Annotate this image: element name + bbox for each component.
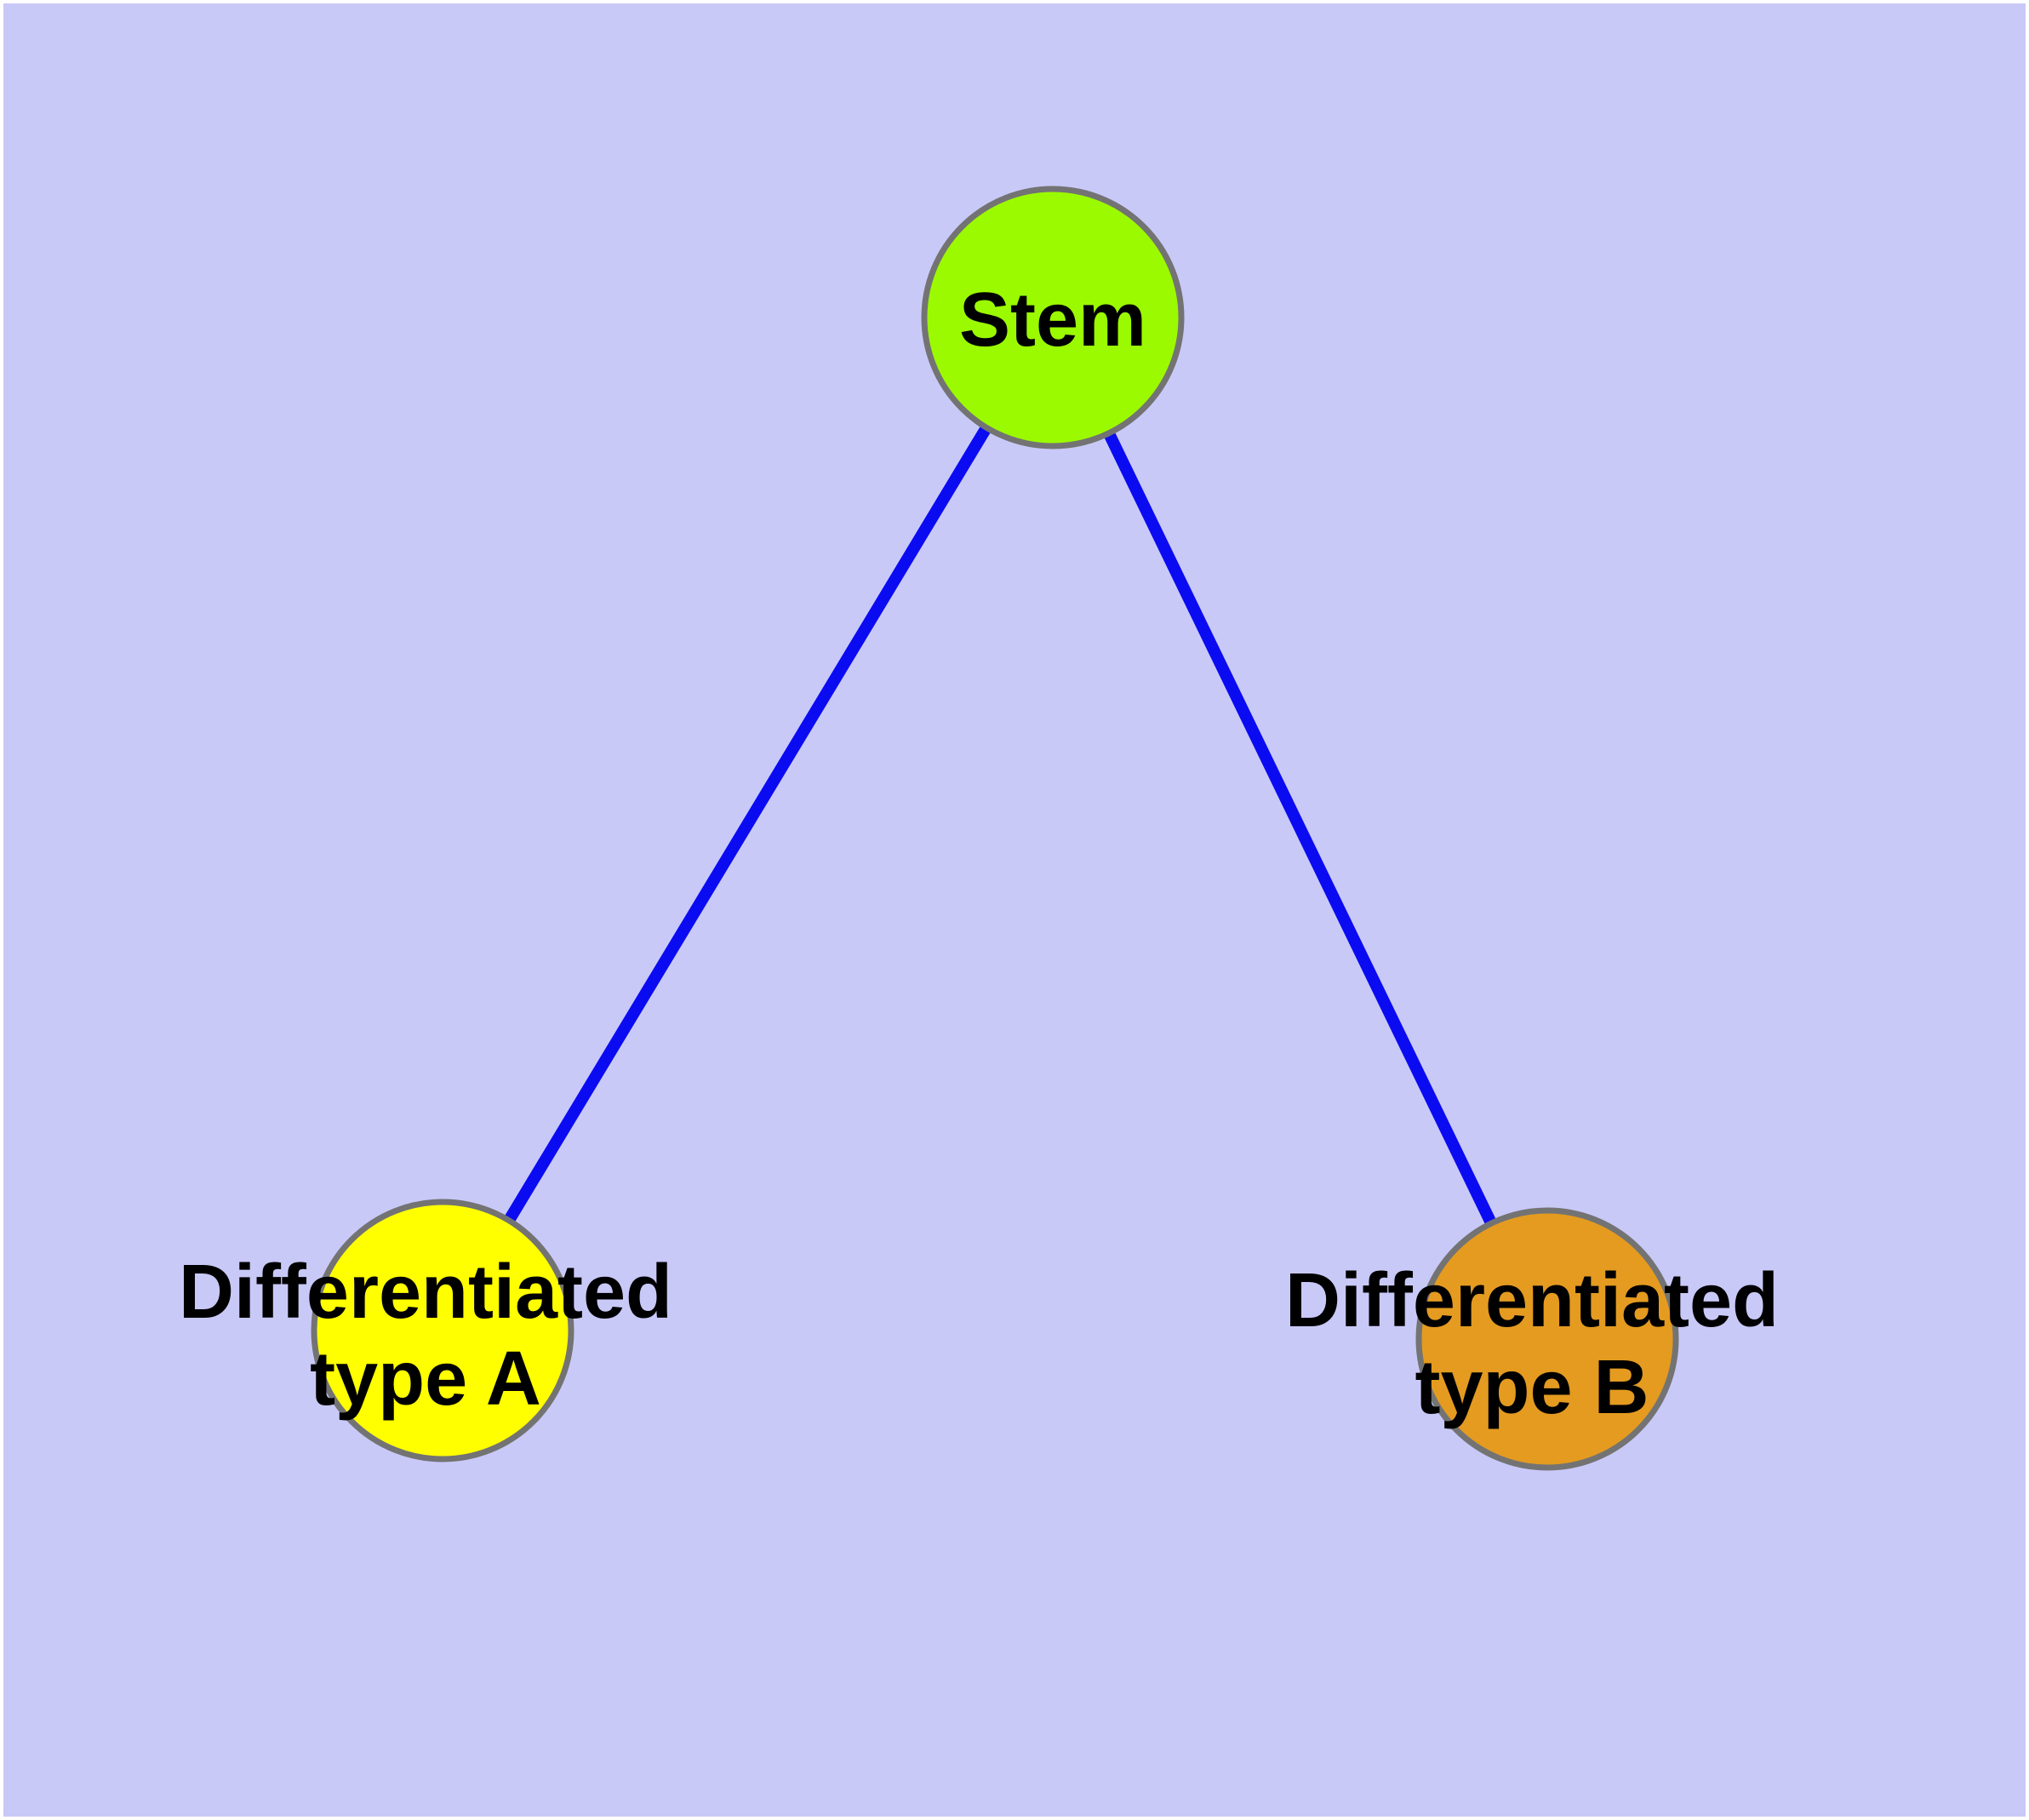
node-type-b-label-line2: type B <box>1415 1345 1649 1430</box>
node-type-a-circle <box>311 1199 574 1462</box>
edge-stem-to-type-a <box>437 314 1058 1334</box>
node-type-a-label-line2: type A <box>310 1336 541 1422</box>
node-stem-circle <box>921 186 1185 449</box>
node-type-a-label-line1: Differentiated <box>179 1250 672 1335</box>
node-type-b-circle <box>1415 1207 1679 1471</box>
node-type-b-label-line1: Differentiated <box>1285 1258 1779 1343</box>
edge-stem-to-type-b <box>1047 314 1553 1342</box>
node-stem-label: Stem <box>959 278 1146 363</box>
